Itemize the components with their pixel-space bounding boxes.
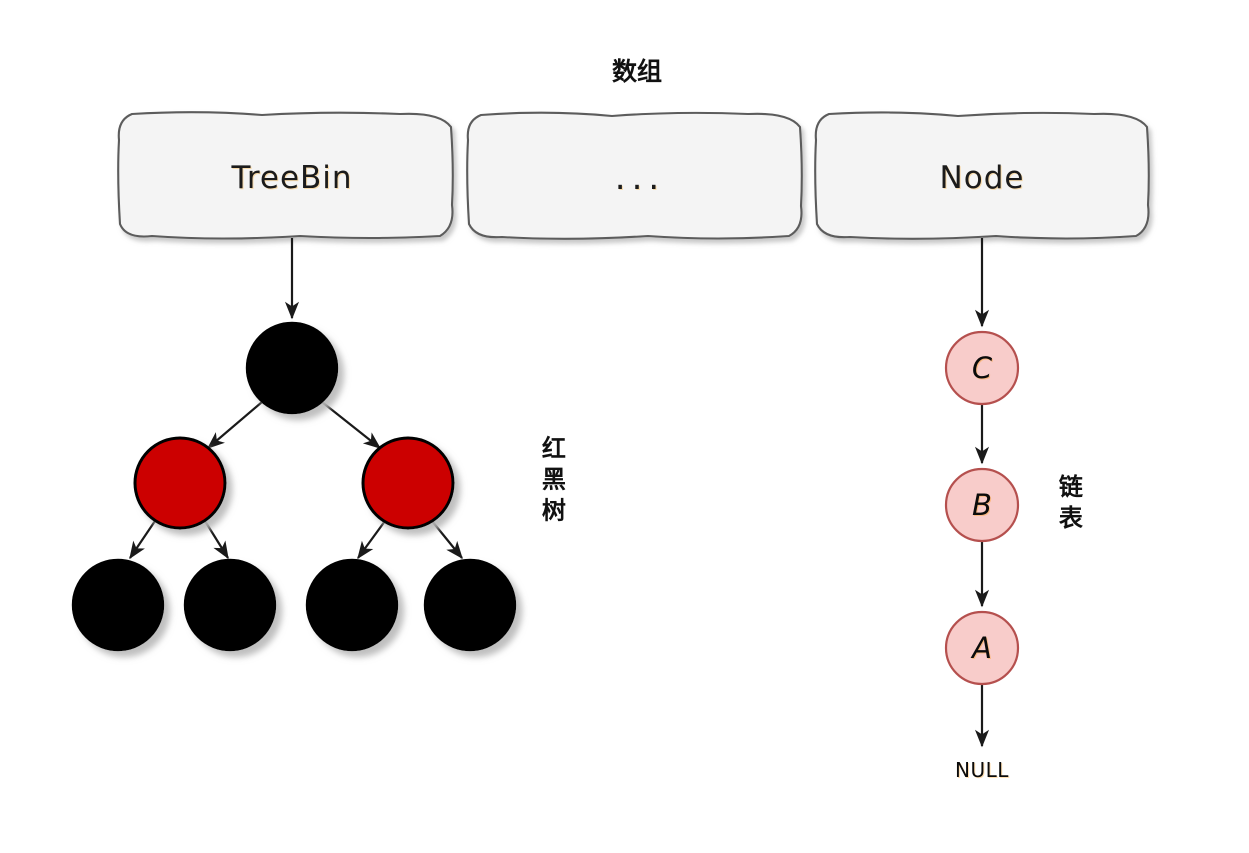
- tree-edge-right-leaf3: [357, 520, 386, 560]
- list-node-c-letter: C: [971, 351, 993, 385]
- tree-node-root[interactable]: [245, 321, 339, 415]
- array-slot-ellipsis-label: ...: [614, 158, 666, 198]
- array-slot-ellipsis-shape[interactable]: [466, 111, 803, 240]
- list-node-a[interactable]: [944, 610, 1020, 686]
- list-node-b[interactable]: [944, 467, 1020, 543]
- tree-edge-right-leaf4: [431, 520, 463, 560]
- tree-nodes: [71, 321, 517, 652]
- red-black-tree-label: 红黑树: [537, 435, 566, 529]
- array-slot-node-shape[interactable]: [814, 111, 1150, 240]
- tree-edges: [129, 401, 463, 560]
- box-connectors: [284, 238, 990, 328]
- array-slot-treebin-shape[interactable]: [117, 111, 454, 240]
- list-null-terminator-label: NULL: [955, 758, 1009, 782]
- tree-node-leaf-4[interactable]: [423, 558, 517, 652]
- tree-node-right-child[interactable]: [361, 436, 455, 530]
- array-slot-node-label: Node: [939, 160, 1025, 196]
- array-slot-treebin-label: TreeBin: [231, 160, 353, 196]
- tree-node-leaf-2[interactable]: [183, 558, 277, 652]
- array-boxes: [117, 111, 1150, 240]
- tree-edge-root-right: [321, 401, 382, 449]
- list-node-b-letter: B: [972, 488, 992, 522]
- tree-edge-root-left: [206, 401, 263, 449]
- tree-node-leaf-1[interactable]: [71, 558, 165, 652]
- tree-edge-left-leaf2: [204, 520, 229, 560]
- diagram-title: 数组: [611, 57, 663, 86]
- tree-edge-left-leaf1: [129, 520, 156, 560]
- linked-list-label: 链表: [1054, 474, 1083, 536]
- list-node-c[interactable]: [944, 330, 1020, 406]
- tree-node-left-child[interactable]: [133, 436, 227, 530]
- linked-list-nodes: [944, 330, 1020, 686]
- list-node-a-letter: A: [972, 631, 992, 665]
- tree-node-leaf-3[interactable]: [305, 558, 399, 652]
